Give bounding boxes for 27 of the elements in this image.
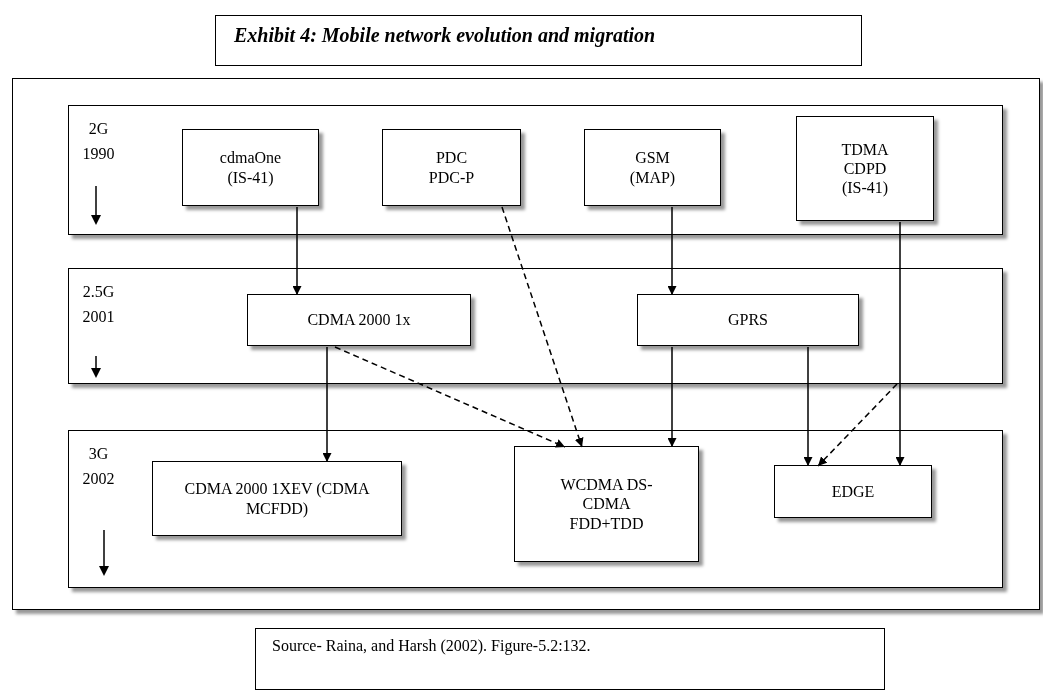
arrow (292, 206, 302, 296)
arrow (667, 206, 677, 296)
arrow (817, 383, 898, 467)
arrow (334, 346, 566, 448)
technology-box: WCDMA DS-CDMA FDD+TDD (514, 446, 699, 562)
technology-box: CDMA 2000 1x (247, 294, 471, 346)
technology-box: TDMA CDPD (IS-41) (796, 116, 934, 221)
generation-label: 3G 2002 (81, 443, 116, 490)
technology-box: cdmaOne (IS-41) (182, 129, 319, 206)
source-note-box: Source- Raina, and Harsh (2002). Figure-5.2:132. (255, 628, 885, 690)
outer-frame (12, 78, 1040, 610)
technology-box: EDGE (774, 465, 932, 518)
arrow (322, 346, 332, 463)
generation-label: 2G 1990 (81, 118, 116, 165)
generation-band (67, 104, 1003, 235)
technology-box: PDC PDC-P (382, 129, 521, 206)
arrow (803, 346, 813, 467)
technology-box: CDMA 2000 1XEV (CDMA MCFDD) (152, 461, 402, 536)
generation-label: 2.5G 2001 (81, 281, 116, 328)
arrow (895, 221, 905, 467)
technology-box: GSM (MAP) (584, 129, 721, 206)
title-box: Exhibit 4: Mobile network evolution and migration (215, 15, 862, 66)
technology-box: GPRS (637, 294, 859, 346)
arrow (667, 346, 677, 448)
generation-band (67, 429, 1003, 588)
generation-band (67, 267, 1003, 384)
arrow (501, 206, 584, 448)
